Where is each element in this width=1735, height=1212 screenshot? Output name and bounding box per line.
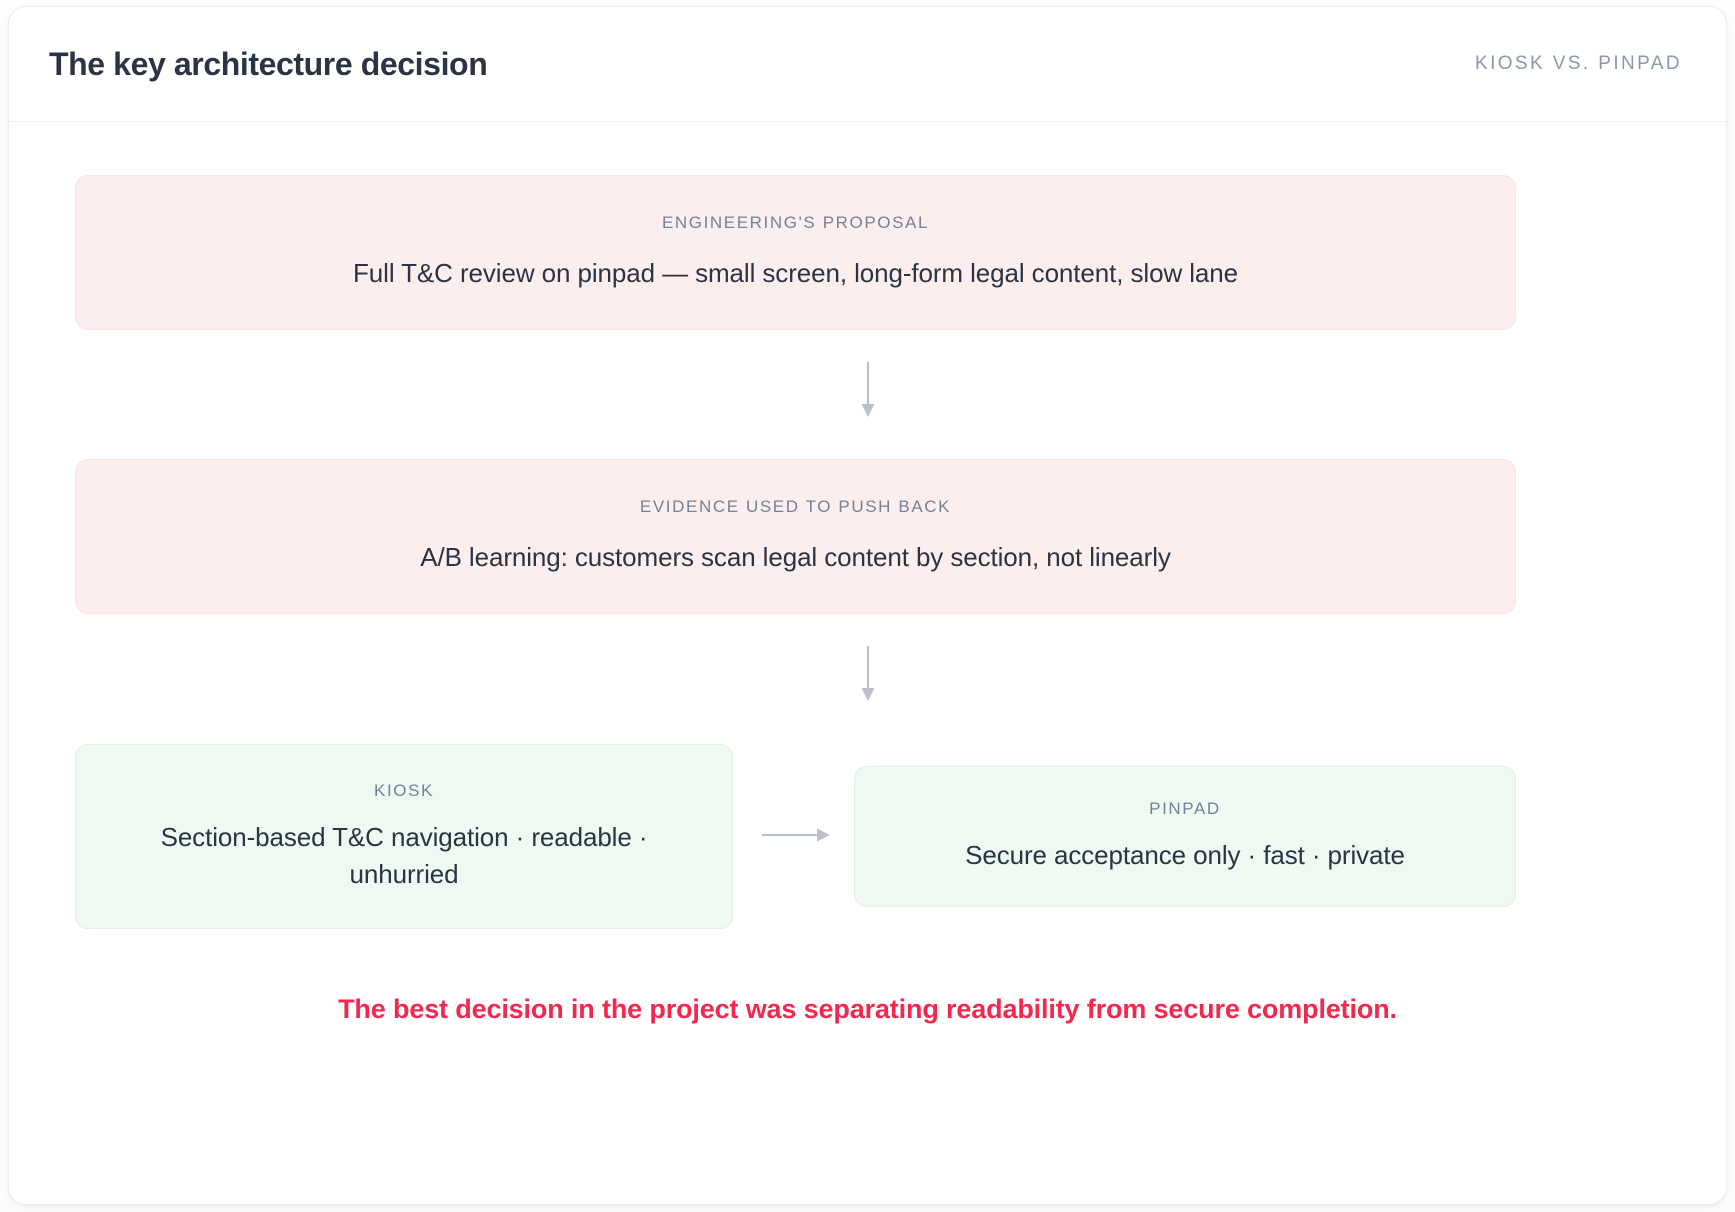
- page-title: The key architecture decision: [49, 45, 488, 82]
- card-label-engineering-proposal: ENGINEERING'S PROPOSAL: [661, 213, 930, 233]
- header: The key architecture decision KIOSK VS. …: [9, 7, 1726, 122]
- arrow-down-icon: [855, 362, 881, 420]
- card-kiosk: KIOSK Section-based T&C navigation · rea…: [75, 744, 733, 929]
- card-body-kiosk: Section-based T&C navigation · readable …: [160, 821, 648, 889]
- card-label-kiosk: KIOSK: [374, 780, 434, 800]
- app-frame: The key architecture decision KIOSK VS. …: [8, 6, 1727, 1205]
- card-body-evidence: A/B learning: customers scan legal conte…: [420, 542, 1171, 573]
- card-pinpad: PINPAD Secure acceptance only · fast · p…: [854, 766, 1516, 907]
- card-label-pinpad: PINPAD: [1149, 799, 1221, 819]
- arrow-right-icon: [762, 824, 832, 846]
- conclusion-statement: The best decision in the project was sep…: [338, 994, 1397, 1024]
- card-label-evidence: EVIDENCE USED TO PUSH BACK: [639, 497, 952, 517]
- arrow-down-icon: [855, 646, 881, 704]
- card-body-pinpad: Secure acceptance only · fast · private: [965, 840, 1405, 871]
- header-eyebrow-label: KIOSK VS. PINPAD: [1475, 53, 1682, 74]
- card-body-engineering-proposal: Full T&C review on pinpad — small screen…: [353, 258, 1238, 289]
- card-engineering-proposal: ENGINEERING'S PROPOSAL Full T&C review o…: [75, 175, 1516, 330]
- card-evidence: EVIDENCE USED TO PUSH BACK A/B learning:…: [75, 459, 1516, 614]
